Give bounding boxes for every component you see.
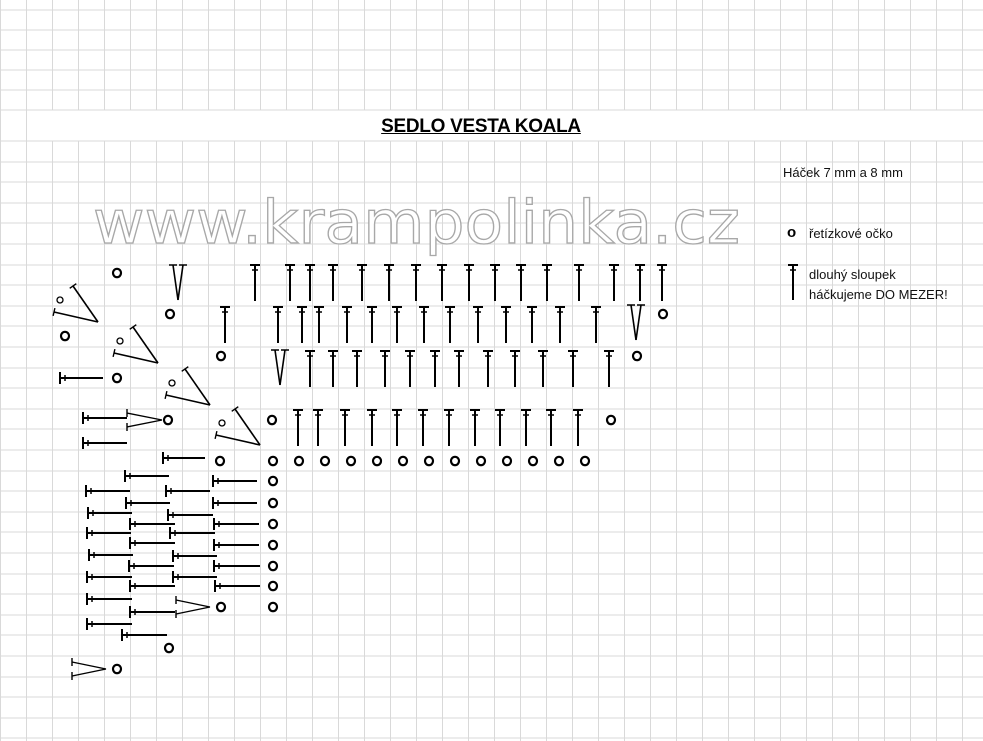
hook-size-note: Háček 7 mm a 8 mm [783, 165, 903, 180]
legend-chain-label: řetízkové očko [809, 226, 893, 241]
page-title: SEDLO VESTA KOALA [381, 116, 581, 137]
chain-stitch [267, 539, 279, 551]
corner-fan-top [181, 366, 189, 372]
chain-stitch [267, 601, 279, 613]
corner-fan-chain [116, 337, 124, 345]
treble-increase [172, 264, 179, 301]
corner-fan-top [214, 430, 218, 440]
treble-increase [630, 304, 637, 341]
corner-fan [132, 326, 159, 364]
chain-stitch [162, 414, 174, 426]
corner-fan-top [112, 348, 116, 358]
chain-stitch [605, 414, 617, 426]
treble-increase [126, 419, 163, 428]
corner-fan-top [164, 390, 168, 400]
legend-treble-label: dlouhý sloupek [809, 267, 896, 282]
chain-stitch [449, 455, 461, 467]
chain-stitch [267, 518, 279, 530]
treble-increase [279, 349, 286, 386]
chain-stitch [267, 455, 279, 467]
treble-increase [175, 606, 211, 615]
legend-treble-note: háčkujeme DO MEZER! [809, 287, 948, 302]
chain-stitch [267, 475, 279, 487]
corner-fan [234, 408, 261, 446]
chain-stitch [345, 455, 357, 467]
treble-stitch-icon [788, 264, 798, 300]
chain-stitch [215, 601, 227, 613]
chain-stitch [371, 455, 383, 467]
chain-stitch [475, 455, 487, 467]
corner-fan [215, 434, 261, 446]
corner-fan-chain [218, 419, 226, 427]
treble-increase [71, 668, 107, 677]
chain-stitch [215, 350, 227, 362]
corner-fan [72, 285, 99, 323]
chain-stitch [579, 455, 591, 467]
corner-fan-top [52, 307, 56, 317]
corner-fan-chain [56, 296, 64, 304]
watermark-text: www.krampolinka.cz [93, 188, 740, 258]
treble-increase [274, 349, 281, 386]
chain-stitch [163, 642, 175, 654]
corner-fan [113, 352, 159, 364]
chain-stitch [267, 497, 279, 509]
treble-increase [635, 304, 642, 341]
treble-increase [177, 264, 184, 301]
chain-stitch [293, 455, 305, 467]
corner-fan-top [129, 324, 137, 330]
chain-stitch [657, 308, 669, 320]
chain-stitch [214, 455, 226, 467]
corner-fan [184, 368, 211, 406]
chain-stitch [267, 560, 279, 572]
chain-stitch [59, 330, 71, 342]
legend-chain-symbol: o [787, 224, 797, 241]
corner-fan-top [231, 406, 239, 412]
treble-increase [175, 599, 211, 608]
chain-stitch [631, 350, 643, 362]
treble-increase [126, 412, 163, 421]
corner-fan-chain [168, 379, 176, 387]
corner-fan-top [69, 283, 77, 289]
corner-fan [165, 394, 211, 406]
chain-stitch [111, 663, 123, 675]
chain-stitch [164, 308, 176, 320]
chain-stitch [527, 455, 539, 467]
chain-stitch [397, 455, 409, 467]
chain-stitch [553, 455, 565, 467]
chain-stitch [266, 414, 278, 426]
chain-stitch [111, 372, 123, 384]
chain-stitch [501, 455, 513, 467]
chain-stitch [319, 455, 331, 467]
corner-fan [53, 311, 99, 323]
chain-stitch [423, 455, 435, 467]
chain-stitch [111, 267, 123, 279]
treble-increase [71, 661, 107, 670]
chain-stitch [267, 580, 279, 592]
